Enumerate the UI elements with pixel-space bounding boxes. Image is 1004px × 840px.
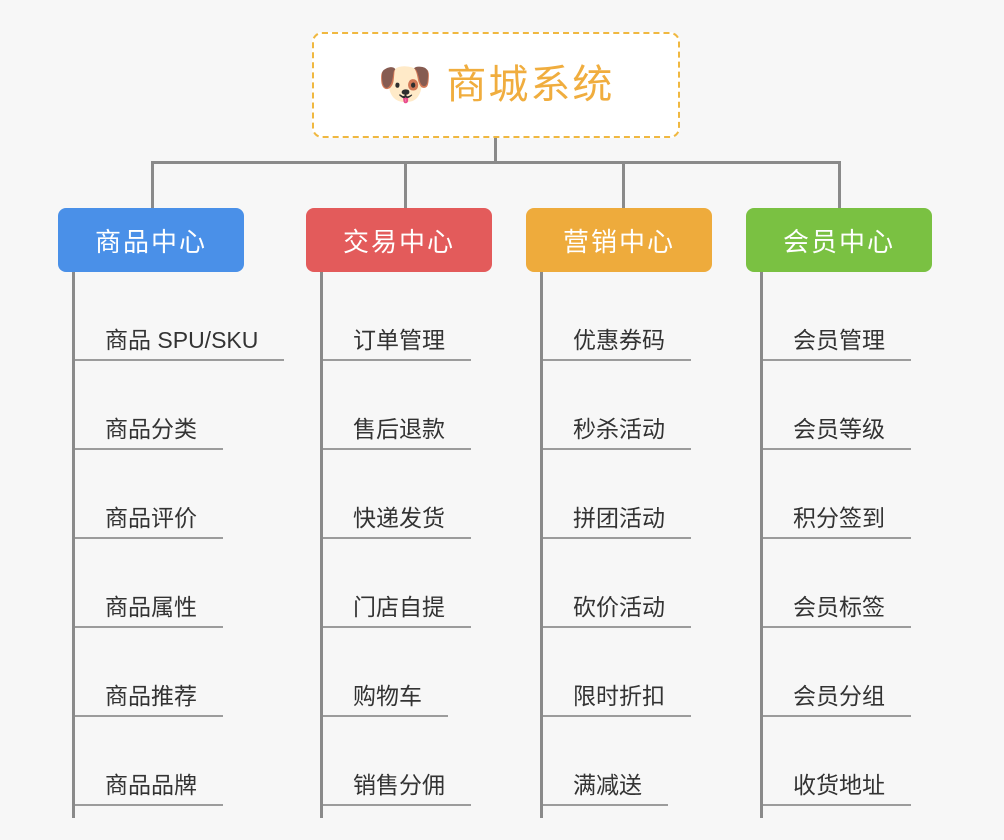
leaf-label: 售后退款 bbox=[323, 416, 471, 450]
leaf-label: 商品评价 bbox=[75, 505, 223, 539]
drop-connector-4 bbox=[838, 161, 841, 208]
leaf-list-2: 订单管理 售后退款 快递发货 门店自提 购物车 销售分佣 bbox=[320, 272, 471, 806]
branch-rail-3 bbox=[540, 272, 543, 818]
list-item[interactable]: 限时折扣 bbox=[543, 628, 691, 717]
leaf-label: 会员等级 bbox=[763, 416, 911, 450]
leaf-label: 购物车 bbox=[323, 683, 448, 717]
branch-rail-1 bbox=[72, 272, 75, 818]
category-label-2: 交易中心 bbox=[342, 226, 455, 257]
drop-connector-3 bbox=[622, 161, 625, 208]
category-label-1: 商品中心 bbox=[94, 226, 207, 257]
dog-face-icon: 🐶 bbox=[377, 60, 433, 109]
list-item[interactable]: 会员分组 bbox=[763, 628, 911, 717]
branch-rail-2 bbox=[320, 272, 323, 818]
drop-connector-1 bbox=[151, 161, 154, 208]
list-item[interactable]: 会员等级 bbox=[763, 361, 911, 450]
horizontal-bus-connector bbox=[151, 161, 841, 164]
branch-column-3: 营销中心 bbox=[526, 208, 712, 272]
leaf-label: 砍价活动 bbox=[543, 594, 691, 628]
list-item[interactable]: 快递发货 bbox=[323, 450, 471, 539]
list-item[interactable]: 门店自提 bbox=[323, 539, 471, 628]
leaf-label: 满减送 bbox=[543, 772, 668, 806]
category-label-4: 会员中心 bbox=[782, 226, 895, 257]
list-item[interactable]: 会员标签 bbox=[763, 539, 911, 628]
list-item[interactable]: 会员管理 bbox=[763, 272, 911, 361]
category-header-2[interactable]: 交易中心 bbox=[306, 208, 492, 272]
category-label-3: 营销中心 bbox=[562, 226, 675, 257]
leaf-label: 商品属性 bbox=[75, 594, 223, 628]
list-item[interactable]: 商品属性 bbox=[75, 539, 284, 628]
leaf-label: 积分签到 bbox=[763, 505, 911, 539]
list-item[interactable]: 商品推荐 bbox=[75, 628, 284, 717]
leaf-label: 订单管理 bbox=[323, 327, 471, 361]
leaf-list-1: 商品 SPU/SKU 商品分类 商品评价 商品属性 商品推荐 商品品牌 bbox=[72, 272, 285, 806]
category-header-4[interactable]: 会员中心 bbox=[746, 208, 932, 272]
list-item[interactable]: 购物车 bbox=[323, 628, 471, 717]
leaf-label: 商品品牌 bbox=[75, 772, 223, 806]
branch-column-4: 会员中心 bbox=[746, 208, 932, 272]
list-item[interactable]: 积分签到 bbox=[763, 450, 911, 539]
root-title: 商城系统 bbox=[446, 63, 615, 107]
list-item[interactable]: 满减送 bbox=[543, 717, 691, 806]
leaf-label: 秒杀活动 bbox=[543, 416, 691, 450]
leaf-label: 商品 SPU/SKU bbox=[75, 327, 285, 361]
leaf-label: 拼团活动 bbox=[543, 505, 691, 539]
leaf-label: 限时折扣 bbox=[543, 683, 691, 717]
root-node[interactable]: 🐶 商城系统 bbox=[312, 32, 680, 138]
list-item[interactable]: 砍价活动 bbox=[543, 539, 691, 628]
category-header-1[interactable]: 商品中心 bbox=[58, 208, 244, 272]
root-stem-connector bbox=[494, 138, 497, 164]
leaf-label: 门店自提 bbox=[323, 594, 471, 628]
list-item[interactable]: 商品评价 bbox=[75, 450, 284, 539]
category-header-3[interactable]: 营销中心 bbox=[526, 208, 712, 272]
list-item[interactable]: 售后退款 bbox=[323, 361, 471, 450]
leaf-label: 快递发货 bbox=[323, 505, 471, 539]
leaf-label: 销售分佣 bbox=[323, 772, 471, 806]
leaf-label: 商品推荐 bbox=[75, 683, 223, 717]
list-item[interactable]: 商品 SPU/SKU bbox=[75, 272, 285, 361]
list-item[interactable]: 订单管理 bbox=[323, 272, 471, 361]
leaf-list-4: 会员管理 会员等级 积分签到 会员标签 会员分组 收货地址 bbox=[760, 272, 911, 806]
list-item[interactable]: 商品品牌 bbox=[75, 717, 284, 806]
list-item[interactable]: 优惠券码 bbox=[543, 272, 691, 361]
list-item[interactable]: 拼团活动 bbox=[543, 450, 691, 539]
list-item[interactable]: 收货地址 bbox=[763, 717, 911, 806]
leaf-label: 商品分类 bbox=[75, 416, 223, 450]
leaf-label: 会员管理 bbox=[763, 327, 911, 361]
drop-connector-2 bbox=[404, 161, 407, 208]
list-item[interactable]: 商品分类 bbox=[75, 361, 284, 450]
leaf-label: 收货地址 bbox=[763, 772, 911, 806]
leaf-label: 会员标签 bbox=[763, 594, 911, 628]
leaf-list-3: 优惠券码 秒杀活动 拼团活动 砍价活动 限时折扣 满减送 bbox=[540, 272, 691, 806]
leaf-label: 优惠券码 bbox=[543, 327, 691, 361]
leaf-label: 会员分组 bbox=[763, 683, 911, 717]
branch-rail-4 bbox=[760, 272, 763, 818]
branch-column-1: 商品中心 bbox=[58, 208, 244, 272]
list-item[interactable]: 销售分佣 bbox=[323, 717, 471, 806]
branch-column-2: 交易中心 bbox=[306, 208, 492, 272]
list-item[interactable]: 秒杀活动 bbox=[543, 361, 691, 450]
